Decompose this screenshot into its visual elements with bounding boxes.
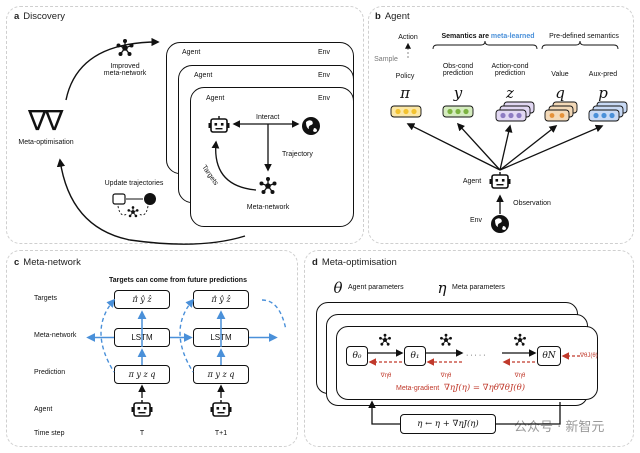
grad-theta-label-3: ∇ηθ xyxy=(514,373,526,379)
z-symbol: z xyxy=(506,84,514,102)
meta-gradient-equation: ∇ηJ(η) = ∇ηθ∇θJ(θ) xyxy=(444,383,526,393)
env-globe-icon-b xyxy=(491,215,509,233)
grad-j-label: ∇θJ(θ) xyxy=(580,353,598,359)
eta-legend-label: Meta parameters xyxy=(452,284,505,291)
agent-robot-icon-c-t xyxy=(130,399,154,417)
q-symbol: q xyxy=(555,84,565,102)
targets-arrow xyxy=(211,140,257,191)
panel-meta-network xyxy=(6,250,298,447)
predefined-label: Pre-defined semantics xyxy=(549,33,619,40)
arrow-to-envs xyxy=(65,37,160,101)
mini-meta-network-icon xyxy=(127,205,139,218)
eta-update-box: η ← η + ∇ηJ(η) xyxy=(400,414,496,434)
time-step-t: T xyxy=(139,430,145,437)
meta-gradient-label: Meta-gradient xyxy=(396,385,440,392)
interact-label: Interact xyxy=(256,114,280,121)
obs-cond-label: Obs-cond prediction xyxy=(442,63,474,77)
improved-meta-network-icon xyxy=(115,38,135,57)
meta-optimisation-label: Meta-optimisation xyxy=(18,139,74,146)
arrow-to-meta-opt xyxy=(56,158,246,245)
panel-meta-optimisation xyxy=(304,250,634,447)
meta-network-icon-d-2 xyxy=(439,333,453,347)
meta-learned-highlight: meta-learned xyxy=(490,33,535,40)
grad-theta-label-1: ∇ηθ xyxy=(380,373,392,379)
row-label-agent: Agent xyxy=(34,406,53,413)
row-label-prediction: Prediction xyxy=(34,369,66,376)
value-label: Value xyxy=(551,71,569,78)
improved-meta-network-label: Improved meta-network xyxy=(103,63,147,77)
thetaN-box: θN xyxy=(537,346,561,366)
prediction-box-t1: π y z q xyxy=(193,365,249,384)
action-label: Action xyxy=(398,34,418,41)
env-label-back: Env xyxy=(318,49,331,56)
meta-network-icon-a xyxy=(258,176,278,195)
mini-globe-icon xyxy=(144,193,156,205)
nabla-symbol: ∇∇ xyxy=(28,104,63,137)
env-card-front xyxy=(190,87,354,227)
agent-robot-icon xyxy=(207,115,231,133)
meta-network-icon-d-3 xyxy=(513,333,527,347)
grad-theta-label-2: ∇ηθ xyxy=(440,373,452,379)
value-chip xyxy=(544,109,570,122)
action-cond-label: Action-cond prediction xyxy=(491,63,529,77)
update-trajectories-label: Update trajectories xyxy=(104,180,164,187)
env-label-b: Env xyxy=(469,217,483,224)
meta-brace xyxy=(432,40,538,50)
agent-robot-icon-b xyxy=(488,171,512,189)
ellipsis: · · · · · xyxy=(466,352,486,359)
panel-agent xyxy=(368,6,634,244)
agent-robot-icon-c-t1 xyxy=(209,399,233,417)
meta-network-icon-d-1 xyxy=(378,333,392,347)
theta0-box: θ₀ xyxy=(346,346,368,366)
theta1-box: θ₁ xyxy=(404,346,426,366)
sample-label: Sample xyxy=(374,56,398,63)
agent-label-back: Agent xyxy=(182,49,201,56)
feedback-arrow-t1 xyxy=(179,298,195,373)
y-symbol: y xyxy=(453,84,463,102)
observation-label: Observation xyxy=(513,200,551,207)
theta-legend-symbol: θ xyxy=(333,279,343,297)
semantics-meta-label: Semantics are meta-learned xyxy=(441,33,535,40)
time-step-t1: T+1 xyxy=(214,430,228,437)
predef-brace xyxy=(541,40,619,50)
meta-network-label: Meta-network xyxy=(246,204,290,211)
theta-legend-label: Agent parameters xyxy=(348,284,404,291)
policy-label: Policy xyxy=(395,73,415,80)
p-symbol: p xyxy=(598,84,608,102)
prediction-box-t: π y z q xyxy=(114,365,170,384)
agent-label-middle: Agent xyxy=(194,72,213,79)
feedback-arrow-t xyxy=(100,298,116,373)
aux-pred-label: Aux-pred xyxy=(588,71,618,78)
eta-legend-symbol: η xyxy=(437,279,447,297)
env-label-front: Env xyxy=(318,95,331,102)
row-label-time-step: Time step xyxy=(34,430,65,437)
row-label-meta-network: Meta-network xyxy=(34,332,77,339)
env-label-middle: Env xyxy=(318,72,331,79)
trajectory-label: Trajectory xyxy=(282,151,313,158)
row-label-targets: Targets xyxy=(34,295,57,302)
pi-symbol: π xyxy=(400,84,410,102)
agent-label-b: Agent xyxy=(462,178,482,185)
env-globe-icon xyxy=(302,117,320,135)
panel-c-subtitle: Targets can come from future predictions xyxy=(109,277,247,284)
agent-label-front: Agent xyxy=(206,95,225,102)
mini-robot-icon xyxy=(112,193,126,205)
